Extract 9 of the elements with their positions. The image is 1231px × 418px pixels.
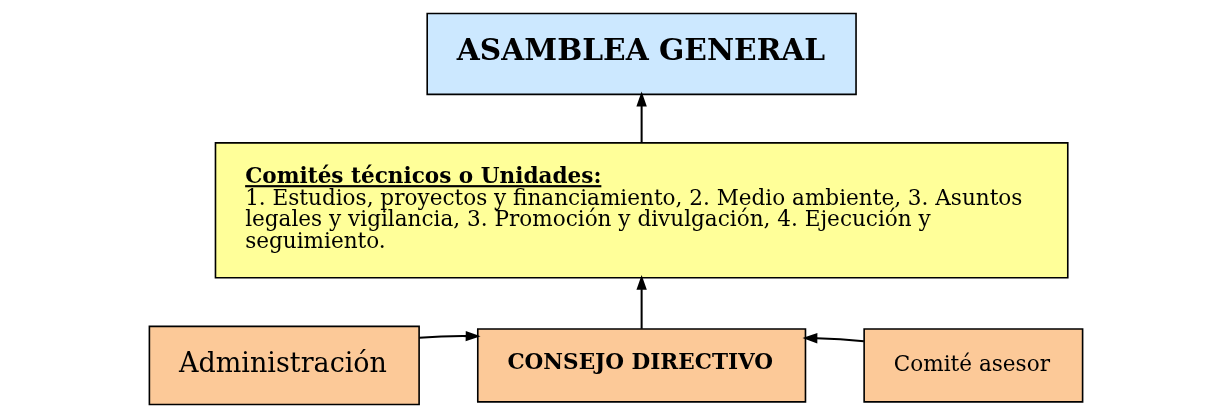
arrow — [635, 274, 647, 329]
arrow — [635, 91, 647, 143]
node-box: CONSEJO DIRECTIVO — [476, 328, 806, 403]
node-box: Comité asesor — [862, 328, 1083, 403]
node-box: Administración — [148, 325, 420, 406]
arrow — [418, 330, 481, 342]
node-box: Comités técnicos o Unidades: 1. Estudios, proyectos y financiamiento, 2. Medio ambiente, 3. Asuntos legales y vigilancia, 3. Promoción y divulgación, 4. Ejecución y seguimiento. — [214, 142, 1069, 279]
node-box: ASAMBLEA GENERAL — [425, 12, 857, 96]
arrow — [802, 333, 864, 344]
